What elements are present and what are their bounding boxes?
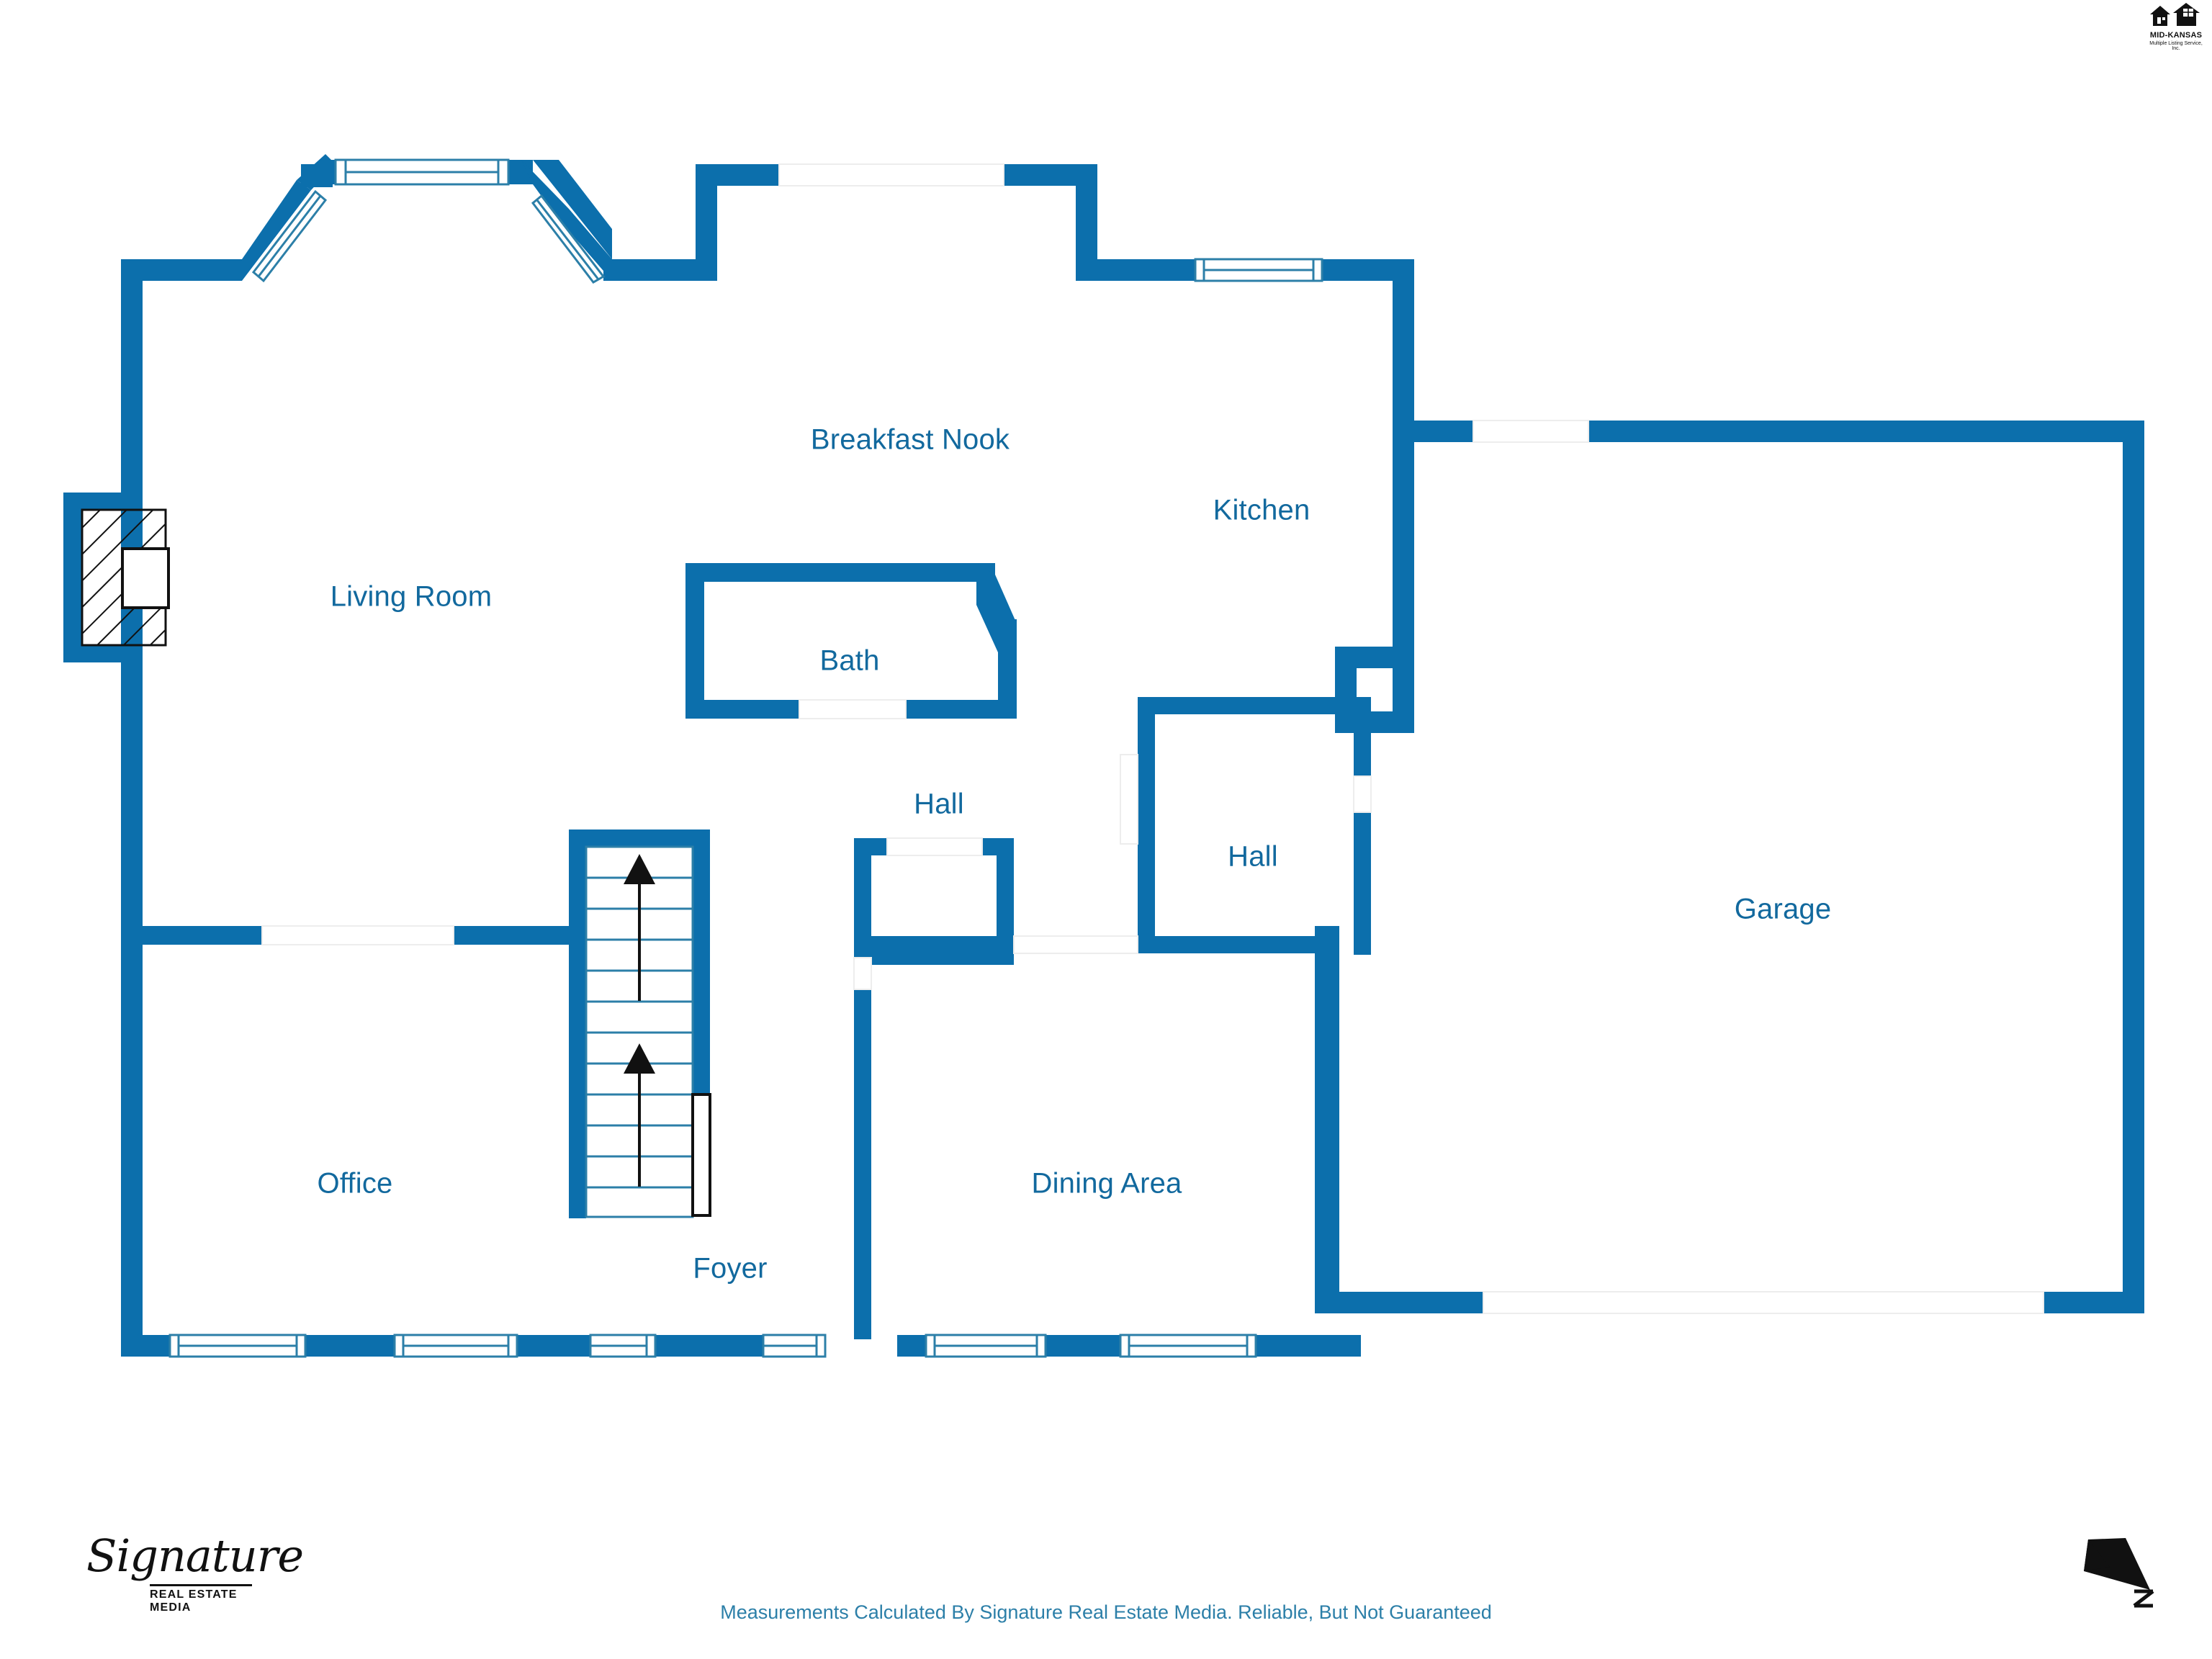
window-dining-south-3 — [1119, 1334, 1257, 1358]
room-label-garage: Garage — [1734, 893, 1832, 925]
interior-walls — [121, 563, 1371, 1339]
doorway-hall-to-dining — [1013, 935, 1138, 954]
doorway-closet — [886, 837, 983, 856]
north-arrow — [2081, 1534, 2189, 1627]
window-bay-right-diagonal — [531, 194, 606, 284]
mls-tagline: Multiple Listing Service, Inc. — [2149, 41, 2203, 51]
window-foyer-south — [589, 1334, 657, 1358]
measurement-disclaimer: Measurements Calculated By Signature Rea… — [720, 1601, 1492, 1623]
doorway-hall-center-east — [1353, 775, 1372, 813]
mls-name: MID-KANSAS — [2149, 31, 2203, 40]
doorway-nook-north — [778, 163, 1004, 186]
doorway-garage-entry — [1473, 420, 1589, 443]
window-bay — [334, 158, 510, 186]
window-dining-south-1 — [762, 1334, 827, 1358]
stair-arrow-lower — [624, 1043, 655, 1187]
mid-kansas-mls-logo: MID-KANSAS Multiple Listing Service, Inc… — [2146, 3, 2206, 51]
room-label-living-room: Living Room — [330, 580, 493, 613]
room-label-office: Office — [317, 1167, 393, 1200]
doorway-hall-center-west — [1120, 754, 1138, 845]
signature-logo-subtitle: REAL ESTATE MEDIA — [150, 1584, 252, 1614]
exterior-walls — [63, 154, 2144, 1357]
window-office-south-2 — [393, 1334, 518, 1358]
houses-icon — [2150, 3, 2200, 26]
window-dining-south-2 — [925, 1334, 1047, 1358]
room-label-hall-center: Hall — [914, 788, 964, 820]
doorway-bath — [799, 699, 907, 719]
room-label-dining-area: Dining Area — [1031, 1167, 1182, 1200]
signature-logo: Signature REAL ESTATE MEDIA — [86, 1534, 304, 1614]
doorway-foyer-dining — [853, 957, 872, 990]
room-label-bath: Bath — [819, 644, 880, 677]
room-label-foyer: Foyer — [693, 1252, 768, 1285]
window-kitchen-north — [1194, 258, 1323, 282]
doorways — [261, 163, 2044, 1314]
north-arrow-icon — [2084, 1538, 2154, 1608]
doorway-garage-overhead — [1483, 1291, 2044, 1314]
window-office-south-1 — [168, 1334, 307, 1358]
room-label-breakfast-nook: Breakfast Nook — [810, 423, 1010, 456]
staircase — [585, 845, 711, 1218]
room-label-kitchen: Kitchen — [1213, 494, 1310, 526]
signature-logo-script: Signature — [86, 1529, 304, 1582]
room-label-hall-right: Hall — [1228, 840, 1278, 873]
windows — [168, 158, 1323, 1358]
stair-arrow-upper — [624, 854, 655, 1001]
fireplace-icon — [81, 508, 170, 647]
doorway-living-office — [261, 925, 454, 945]
stair-handrail — [691, 1093, 711, 1217]
window-bay-left-diagonal — [251, 189, 328, 283]
